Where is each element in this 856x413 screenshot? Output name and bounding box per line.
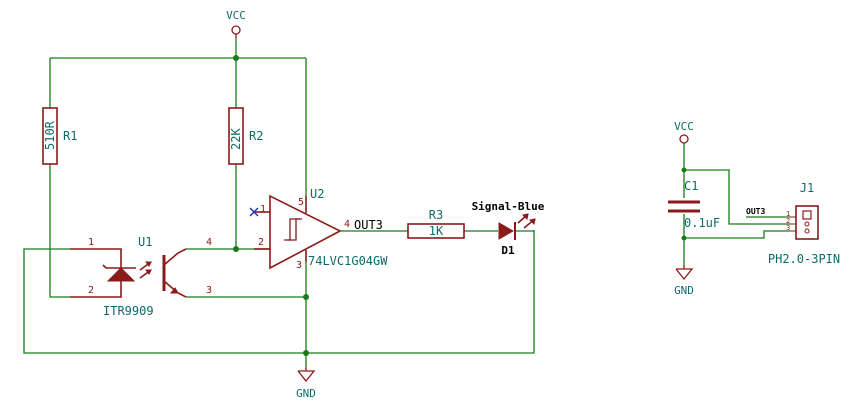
u1-ref: U1	[138, 235, 152, 249]
u2-pin-4: 4	[344, 219, 350, 230]
d1-ref: D1	[501, 244, 515, 257]
j1-pin-1: 1	[786, 210, 790, 218]
connector-j1: 1 2 3 J1 PH2.0-3PIN	[768, 181, 840, 266]
j1-pin-3: 3	[786, 224, 790, 232]
j1-value: PH2.0-3PIN	[768, 252, 840, 266]
gnd-label-main: GND	[296, 387, 316, 400]
resistor-r2: 22K R2	[228, 107, 263, 165]
c1-value: 0.1uF	[684, 216, 720, 230]
led-d1: Signal-Blue D1	[472, 200, 545, 257]
u2-pin-3: 3	[296, 260, 302, 271]
r2-value: 22K	[229, 128, 243, 150]
capacitor-c1: C1 0.1uF	[668, 179, 720, 230]
r1-ref: R1	[63, 129, 77, 143]
vcc-symbol-main: VCC	[226, 9, 246, 38]
r2-ref: R2	[249, 129, 263, 143]
u1-pin-2: 2	[88, 285, 94, 296]
wires	[23, 38, 535, 367]
j1-pin-2: 2	[786, 217, 790, 225]
j1-ref: J1	[800, 181, 814, 195]
net-label-out3-small: OUT3	[746, 207, 765, 216]
r1-value: 510R	[43, 120, 57, 150]
decoupling-section: VCC GND C1 0.1uF 1 2 3 J1 PH2.0-3PIN O	[668, 120, 840, 297]
gnd-symbol-main: GND	[296, 367, 316, 400]
r3-value: 1K	[429, 224, 444, 238]
schmitt-inverter-u2: 1 2 3 4 5 U2 74LVC1G04GW	[249, 187, 388, 271]
d1-value: Signal-Blue	[472, 200, 545, 213]
u2-ref: U2	[310, 187, 324, 201]
u1-pin-3: 3	[206, 285, 212, 296]
net-label-out3: OUT3	[354, 218, 383, 232]
u2-pin-1: 1	[260, 204, 266, 215]
resistor-r3: R3 1K	[407, 208, 465, 239]
optocoupler-u1: 1 2 3 4 U1 ITR9909	[70, 235, 212, 318]
u1-value: ITR9909	[103, 304, 154, 318]
vcc-label-main: VCC	[226, 9, 246, 22]
u2-pin-2: 2	[258, 237, 264, 248]
r3-ref: R3	[429, 208, 443, 222]
u1-pin-1: 1	[88, 237, 94, 248]
gnd-label-right: GND	[674, 284, 694, 297]
resistor-r1: 510R R1	[42, 107, 77, 165]
junction-dots	[233, 55, 309, 356]
u2-pin-5: 5	[298, 197, 304, 208]
u1-pin-4: 4	[206, 237, 212, 248]
u2-value: 74LVC1G04GW	[308, 254, 388, 268]
c1-ref: C1	[684, 179, 698, 193]
vcc-label-right: VCC	[674, 120, 694, 133]
